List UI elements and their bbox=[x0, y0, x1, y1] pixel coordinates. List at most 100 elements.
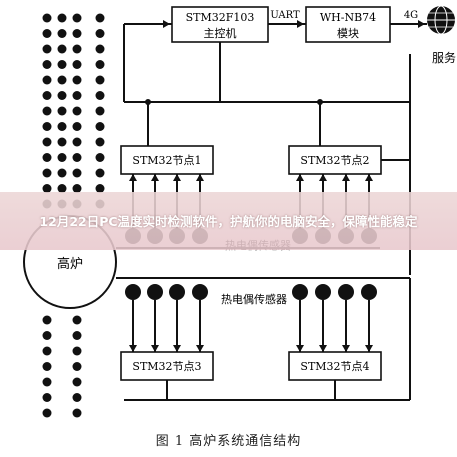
arrow-to-master bbox=[163, 20, 170, 28]
left-column-dot bbox=[95, 60, 105, 69]
arrow-down-node4 bbox=[365, 345, 373, 352]
left-column-dot bbox=[42, 362, 52, 371]
module-role: 模块 bbox=[337, 27, 359, 40]
left-column-dot bbox=[57, 75, 67, 85]
left-column-dot bbox=[72, 315, 82, 325]
left-column-dot bbox=[72, 106, 82, 116]
left-column-dot bbox=[95, 106, 105, 116]
left-column-dot bbox=[57, 122, 67, 131]
left-column-dot bbox=[42, 346, 52, 356]
left-column-dot bbox=[72, 91, 82, 100]
left-column-dot bbox=[57, 60, 67, 69]
arrow-down-node3 bbox=[196, 345, 204, 352]
left-column-dot bbox=[95, 75, 105, 85]
master-controller-box: STM32F103 主控机 bbox=[171, 6, 269, 43]
arrow-down-node4 bbox=[342, 345, 350, 352]
left-column-dot bbox=[95, 184, 105, 193]
node-box-1: STM32节点1 bbox=[120, 145, 214, 175]
left-column-dot bbox=[57, 13, 67, 23]
arrow-up-node2 bbox=[296, 174, 304, 181]
left-column-dot bbox=[72, 75, 82, 85]
left-column-dot bbox=[95, 122, 105, 131]
left-column-dot bbox=[42, 393, 52, 402]
left-column-dot bbox=[72, 331, 82, 340]
node-label-1: STM32节点1 bbox=[132, 154, 201, 167]
left-column-dot bbox=[42, 331, 52, 340]
left-column-dot bbox=[95, 168, 105, 178]
node-box-3: STM32节点3 bbox=[120, 351, 214, 381]
left-column-dot bbox=[72, 153, 82, 162]
thermocouple-dot bbox=[169, 284, 185, 300]
left-column-dot bbox=[57, 44, 67, 54]
master-model: STM32F103 bbox=[186, 11, 255, 24]
left-column-dot bbox=[72, 377, 82, 387]
junction-dot bbox=[145, 99, 151, 105]
furnace-label: 高炉 bbox=[57, 256, 83, 272]
arrow-down-node3 bbox=[129, 345, 137, 352]
left-column-dot bbox=[72, 60, 82, 69]
junction-dot bbox=[317, 99, 323, 105]
arrow-up-node1 bbox=[196, 174, 204, 181]
left-column-dot bbox=[95, 13, 105, 23]
thermocouple-dot bbox=[147, 284, 163, 300]
thermocouple-dot bbox=[192, 284, 208, 300]
left-column-dot bbox=[42, 60, 52, 69]
uart-label: UART bbox=[270, 10, 300, 21]
left-column-dot bbox=[42, 137, 52, 147]
left-column-dot bbox=[72, 362, 82, 371]
left-column-dot bbox=[95, 91, 105, 100]
left-column-dot bbox=[57, 29, 67, 38]
node-box-2: STM32节点2 bbox=[288, 145, 382, 175]
left-column-dot bbox=[57, 91, 67, 100]
arrow-up-node2 bbox=[319, 174, 327, 181]
node-label-3: STM32节点3 bbox=[132, 360, 201, 373]
left-column-dot bbox=[57, 153, 67, 162]
arrow-up-node2 bbox=[342, 174, 350, 181]
node-label-2: STM32节点2 bbox=[300, 154, 369, 167]
left-column-dot bbox=[42, 106, 52, 116]
arrow-down-node4 bbox=[319, 345, 327, 352]
arrow-down-node3 bbox=[173, 345, 181, 352]
left-column-dot bbox=[42, 29, 52, 38]
arrow-down-node3 bbox=[151, 345, 159, 352]
thermocouple-dot bbox=[125, 284, 141, 300]
left-column-dot bbox=[72, 168, 82, 178]
arrow-up-node1 bbox=[129, 174, 137, 181]
left-column-dot bbox=[42, 315, 52, 325]
node-label-4: STM32节点4 bbox=[300, 360, 369, 373]
left-column-dot bbox=[42, 122, 52, 131]
promo-banner: 12月22日PC温度实时检测软件，护航你的电脑安全，保障性能稳定 bbox=[0, 192, 457, 250]
sensor-label-lower: 热电偶传感器 bbox=[221, 293, 287, 306]
left-column-dot bbox=[42, 13, 52, 23]
left-column-dot bbox=[57, 106, 67, 116]
left-column-dot bbox=[42, 377, 52, 387]
arrowheads bbox=[129, 20, 425, 352]
left-column-dot bbox=[42, 91, 52, 100]
arrow-up-node1 bbox=[173, 174, 181, 181]
left-column-dot bbox=[57, 184, 67, 193]
thermocouple-dot bbox=[338, 284, 354, 300]
arrow-up-node1 bbox=[151, 174, 159, 181]
server-label: 服务 bbox=[432, 50, 456, 65]
left-column-dot bbox=[42, 184, 52, 193]
left-column-dot bbox=[72, 408, 82, 418]
left-column-dot bbox=[57, 168, 67, 178]
figure-caption: 图 1 高炉系统通信结构 bbox=[155, 434, 302, 449]
left-column-dot bbox=[42, 408, 52, 418]
left-column-dot bbox=[72, 44, 82, 54]
master-role: 主控机 bbox=[204, 26, 237, 40]
left-column-dot bbox=[95, 29, 105, 38]
thermocouple-dot bbox=[292, 284, 308, 300]
left-column-dot bbox=[95, 153, 105, 162]
left-column-dot bbox=[72, 393, 82, 402]
arrow-to-module bbox=[297, 20, 304, 28]
arrow-down-node4 bbox=[296, 345, 304, 352]
left-column-dot bbox=[72, 13, 82, 23]
module-model: WH-NB74 bbox=[320, 11, 376, 24]
left-column-dot bbox=[72, 137, 82, 147]
left-column-dot bbox=[42, 168, 52, 178]
left-column-dot bbox=[95, 44, 105, 54]
left-column-dot bbox=[72, 122, 82, 131]
4g-label: 4G bbox=[404, 10, 418, 21]
node-box-4: STM32节点4 bbox=[288, 351, 382, 381]
